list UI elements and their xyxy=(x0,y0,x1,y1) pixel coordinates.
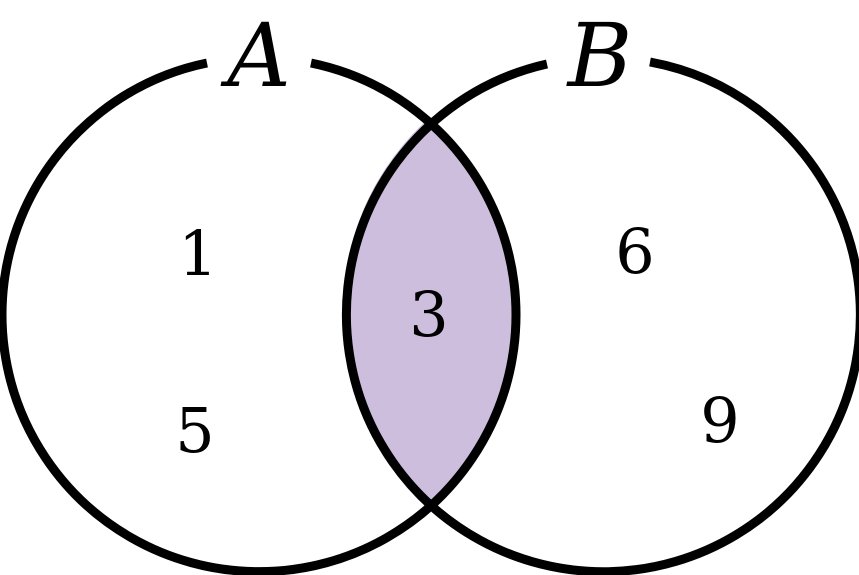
element-intersection: 3 xyxy=(409,278,448,351)
element-b-only: 9 xyxy=(700,384,739,457)
element-a-only: 1 xyxy=(178,217,217,290)
element-a-only: 5 xyxy=(175,394,214,467)
element-b-only: 6 xyxy=(615,215,654,288)
set-b-circle xyxy=(341,57,859,575)
intersection-region xyxy=(343,53,516,567)
set-b-label: B xyxy=(566,4,633,107)
set-a-circle xyxy=(0,58,521,575)
set-a-label: A xyxy=(220,4,291,107)
